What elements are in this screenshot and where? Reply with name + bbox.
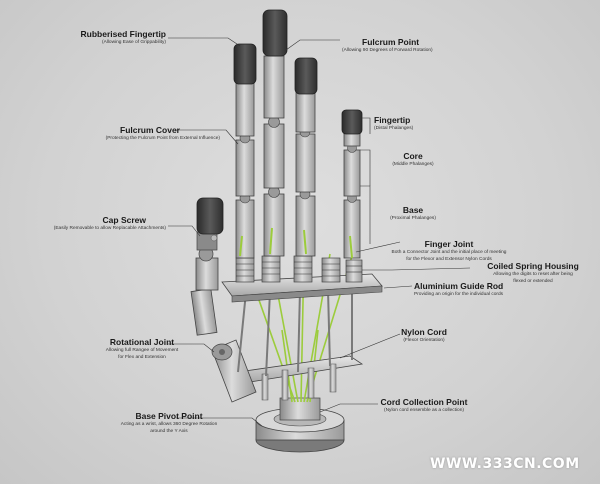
label-subtitle: for Flex and Extension [118,354,166,360]
label-title: Rubberised Fingertip [80,29,166,39]
label-subtitle: Allowing the digits to reset after being [493,272,573,278]
label-subtitle: (Allowing Ease of Grippability) [102,40,166,46]
ring-finger [294,57,318,257]
label-core: Core (Middle Phalanges) [378,151,448,168]
label-title: Cap Screw [102,215,146,225]
rotational-joint [211,339,257,403]
label-subtitle: around the Y Axis [150,428,188,434]
label-subtitle: Allowing full Rangee of Movement [105,348,179,354]
label-title: Nylon Cord [401,327,447,337]
index-finger [233,43,257,259]
label-subtitle: (Proximal Phalanges) [390,216,436,222]
label-subtitle: Providing an origin for the individual c… [414,292,504,298]
label-title: Fingertip [374,115,411,125]
label-cap-screw: Cap Screw (Easily Removable to allow Rep… [30,215,166,232]
label-title: Fulcrum Point [362,37,420,47]
label-subtitle: (Allowing 90 Degrees of Forward Rotation… [342,48,433,54]
label-title: Fulcrum Cover [120,125,180,135]
label-subtitle: (Protecting the Fulcrum Point from Exter… [105,136,220,142]
label-coiled-spring-housing: Coiled Spring Housing Allowing the digit… [478,261,588,284]
label-base-pivot-point: Base Pivot Point Acting as a wrist, allo… [104,411,234,434]
label-rotational-joint: Rotational Joint Allowing full Rangee of… [92,337,192,360]
label-subtitle: Both a Connector Joint and the initial p… [391,250,507,256]
label-base: Base (Proximal Phalanges) [378,205,448,222]
thumb [190,197,224,336]
label-subtitle: for the Flexor and Extensor Nylon Cords [406,256,492,262]
label-fingertip: Fingertip (Distal Phalanges) [374,115,414,132]
base-pivot [255,397,345,453]
label-subtitle: Acting as a wrist, allows 360 Degree Rot… [120,422,218,428]
label-cord-collection-point: Cord Collection Point (Nylon cord ensemb… [376,397,472,414]
label-title: Rotational Joint [109,337,175,347]
label-title: Coiled Spring Housing [487,261,579,271]
label-title: Finger Joint [424,239,474,249]
label-subtitle: flexed or extended [513,278,553,284]
guide-rods [237,289,353,377]
label-subtitle: (Nylon cord ensemble as a collection) [384,408,464,414]
label-finger-joint: Finger Joint Both a Connector Joint and … [384,239,514,262]
spring-housings [235,255,363,283]
label-title: Base Pivot Point [135,411,203,421]
label-title: Cord Collection Point [380,397,468,407]
little-finger [341,109,363,259]
label-subtitle: (Middle Phalanges) [392,162,434,168]
label-title: Aluminium Guide Rod [414,281,504,291]
watermark: WWW.333CN.COM [430,456,580,472]
label-fulcrum-cover: Fulcrum Cover (Protecting the Fulcrum Po… [40,125,220,142]
label-fulcrum-point: Fulcrum Point (Allowing 90 Degrees of Fo… [342,37,433,54]
label-subtitle: (Distal Phalanges) [374,126,414,132]
middle-finger [262,9,288,257]
label-rubberised-fingertip: Rubberised Fingertip (Allowing Ease of G… [60,29,166,46]
leader-lines [168,37,471,427]
label-title: Base [402,205,424,215]
cord-collection-plate [237,355,364,401]
label-subtitle: (Easily Removable to allow Replacable At… [53,226,166,232]
label-aluminium-guide-rod: Aluminium Guide Rod Providing an origin … [414,281,504,298]
label-nylon-cord: Nylon Cord (Flexor Orientation) [392,327,456,344]
label-subtitle: (Flexor Orientation) [403,338,445,344]
label-title: Core [403,151,423,161]
